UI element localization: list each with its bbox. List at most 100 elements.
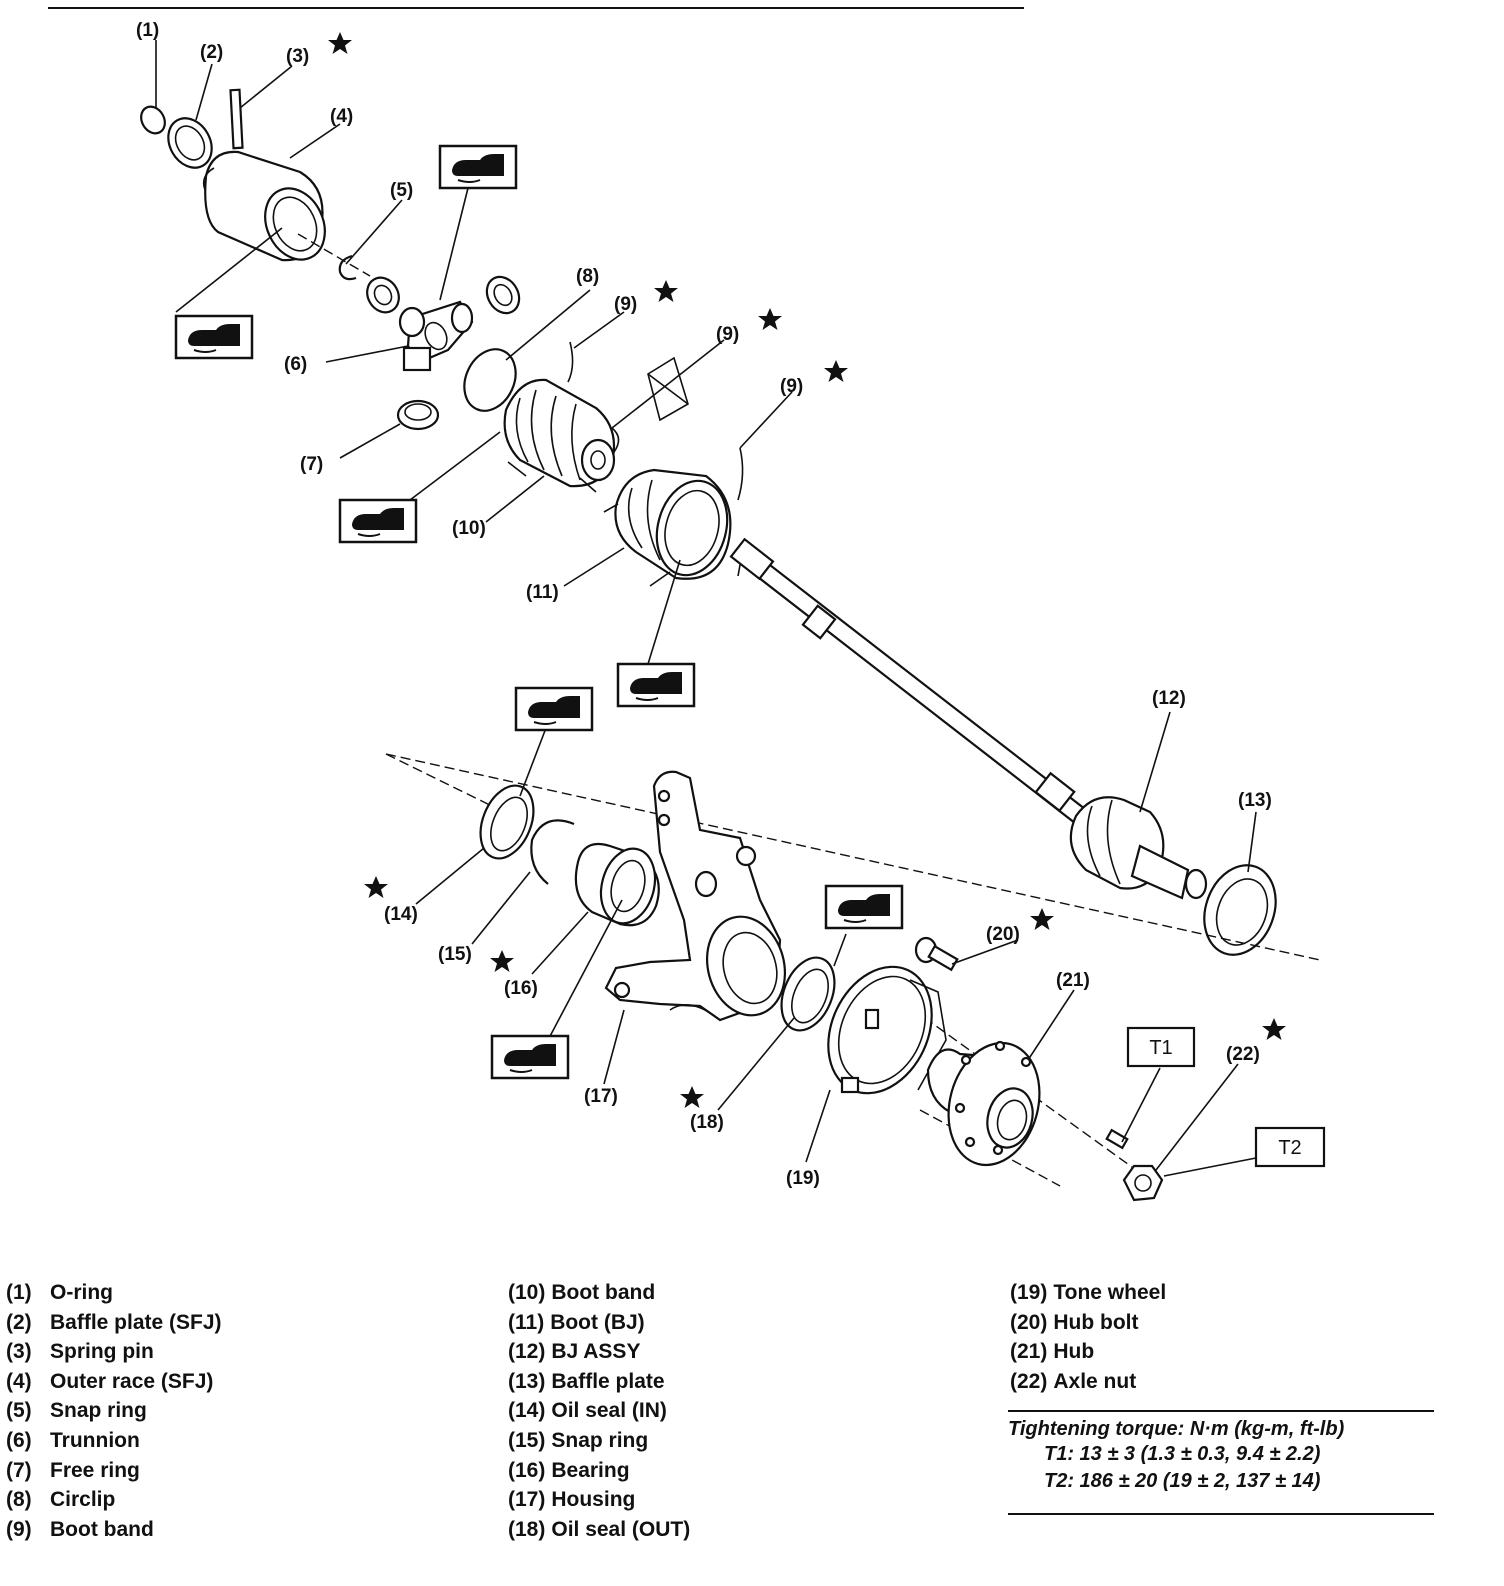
legend-item: (20)Hub bolt	[1010, 1308, 1166, 1338]
callout-14: (14)	[384, 904, 418, 925]
axis-line-upper	[385, 753, 1321, 961]
legend-part-name: Boot (BJ)	[550, 1310, 645, 1334]
leader-lines	[155, 40, 1257, 1177]
callout-13: (13)	[1238, 790, 1272, 811]
legend-part-name: Oil seal (IN)	[551, 1399, 667, 1423]
snap-ring-lower-part	[530, 819, 575, 885]
legend-number: (12)	[508, 1340, 546, 1364]
torque-t2-box	[1254, 1126, 1326, 1168]
axis-line-seal	[297, 233, 371, 277]
callout-9a: (9)	[614, 294, 637, 315]
legend-item: (17)Housing	[508, 1485, 690, 1515]
callout-15: (15)	[438, 944, 472, 965]
callout-3: (3)	[286, 46, 309, 67]
legend-item: (10)Boot band	[508, 1278, 690, 1308]
legend-number: (17)	[508, 1488, 546, 1512]
axis-line-lower	[385, 753, 501, 811]
bearing-part	[574, 842, 660, 927]
oil-seal-in-part	[479, 784, 535, 860]
torque-t1-label: T1	[1149, 1037, 1172, 1059]
legend-part-name: Circlip	[50, 1488, 116, 1512]
oil-seal-out-part	[780, 956, 836, 1032]
spring-pin-part	[229, 88, 244, 150]
legend-column-2: (10)Boot band (11)Boot (BJ) (12)BJ ASSY …	[508, 1278, 690, 1544]
legend-part-name: Bearing	[551, 1458, 630, 1482]
legend-number: (7)	[6, 1458, 32, 1482]
free-ring-part	[396, 399, 440, 431]
legend-number: (2)	[6, 1310, 32, 1334]
legend-item: (9)Boot band	[6, 1515, 222, 1545]
legend-part-name: Boot band	[551, 1281, 656, 1304]
housing-part	[604, 770, 787, 1022]
legend-column-1: (1)O-ring (2)Baffle plate (SFJ) (3)Sprin…	[6, 1278, 222, 1544]
legend-number: (21)	[1010, 1340, 1048, 1364]
legend-number: (9)	[6, 1517, 32, 1541]
torque-bottom-rule	[1008, 1513, 1434, 1515]
o-ring-part	[140, 105, 166, 135]
legend-part-name: Snap ring	[50, 1399, 147, 1423]
legend-number: (3)	[6, 1340, 32, 1364]
apply-grease-icon	[174, 314, 254, 360]
legend-part-name: Trunnion	[50, 1428, 140, 1452]
legend-number: (5)	[6, 1399, 32, 1423]
callout-20: (20)	[986, 924, 1020, 945]
torque-t2-label: T2	[1278, 1137, 1301, 1159]
legend-number: (8)	[6, 1488, 32, 1512]
legend-part-name: Snap ring	[551, 1428, 649, 1452]
sfj-boot-part	[503, 341, 620, 493]
torque-t1-spec: T1: 13 ± 3 (1.3 ± 0.3, 9.4 ± 2.2)	[1044, 1443, 1321, 1465]
legend-number: (10)	[508, 1281, 546, 1304]
callout-16: (16)	[504, 978, 538, 999]
outer-race-sfj-part	[202, 150, 326, 262]
callout-5: (5)	[390, 180, 413, 201]
callout-2: (2)	[200, 42, 223, 63]
legend-part-name: Free ring	[50, 1458, 140, 1482]
legend-item: (13)Baffle plate	[508, 1367, 690, 1397]
apply-grease-icon	[514, 686, 594, 732]
legend-part-name: O-ring	[50, 1281, 113, 1304]
replace-part-star-icon	[1030, 908, 1054, 930]
legend-part-name: Oil seal (OUT)	[551, 1517, 691, 1541]
tone-wheel-part	[827, 965, 947, 1095]
legend-number: (11)	[508, 1310, 545, 1334]
circlip-part	[463, 348, 517, 412]
apply-grease-icon	[616, 662, 696, 708]
legend-part-name: Spring pin	[50, 1340, 154, 1364]
legend-part-name: Hub bolt	[1053, 1310, 1139, 1334]
legend-number: (15)	[508, 1428, 546, 1452]
legend-number: (19)	[1010, 1281, 1048, 1304]
legend-part-name: BJ ASSY	[551, 1340, 641, 1364]
legend-item: (18)Oil seal (OUT)	[508, 1515, 690, 1545]
apply-grease-icon	[490, 1034, 570, 1080]
callout-7: (7)	[300, 454, 323, 475]
torque-title: Tightening torque: N·m (kg-m, ft-lb)	[1008, 1418, 1345, 1440]
legend-part-name: Hub	[1053, 1340, 1095, 1364]
legend-part-name: Axle nut	[1053, 1369, 1137, 1393]
replace-part-star-icon	[680, 1086, 704, 1108]
bj-assy-shaft-part	[729, 537, 1208, 900]
legend-item: (5) Snap ring	[6, 1396, 222, 1426]
legend-item: (14)Oil seal (IN)	[508, 1396, 690, 1426]
legend-column-3: (19)Tone wheel (20)Hub bolt (21)Hub (22)…	[1010, 1278, 1166, 1396]
legend-part-name: Outer race (SFJ)	[50, 1369, 214, 1393]
callout-11: (11)	[526, 582, 559, 603]
callout-9b: (9)	[716, 324, 739, 345]
legend-item: (16)Bearing	[508, 1456, 690, 1486]
boot-band-callout-box	[647, 356, 689, 422]
legend-item: (19)Tone wheel	[1010, 1278, 1166, 1308]
hub-part	[926, 1040, 1129, 1167]
callout-9c: (9)	[780, 376, 803, 397]
baffle-plate-part	[1203, 864, 1277, 956]
callout-12: (12)	[1152, 688, 1186, 709]
callout-17: (17)	[584, 1086, 618, 1107]
legend-part-name: Housing	[551, 1488, 636, 1512]
replace-part-star-icon	[1262, 1018, 1286, 1040]
callout-6: (6)	[284, 354, 307, 375]
legend-number: (14)	[508, 1399, 546, 1423]
legend-part-name: Tone wheel	[1053, 1281, 1167, 1304]
torque-spec-block: Tightening torque: N·m (kg-m, ft-lb) T1:…	[1008, 1410, 1434, 1515]
legend-item: (15)Snap ring	[508, 1426, 690, 1456]
replace-part-star-icon	[490, 950, 514, 972]
legend-item: (1)O-ring	[6, 1278, 222, 1308]
legend-number: (13)	[508, 1369, 546, 1393]
